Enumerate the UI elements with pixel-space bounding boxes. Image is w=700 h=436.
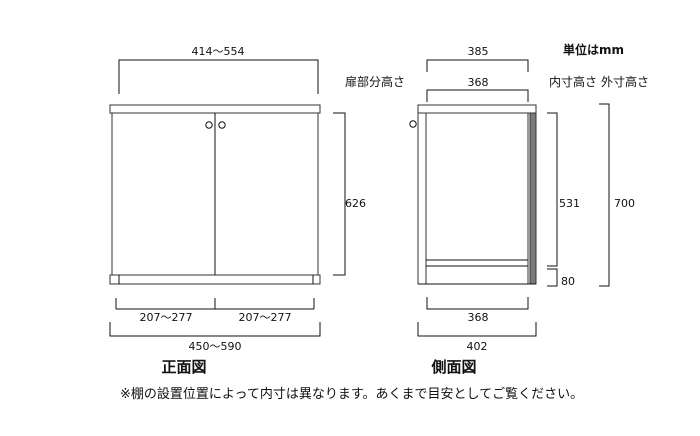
door-height-label: 扉部分高さ [345,74,405,89]
front-overall-width-dimension: 450～590 [109,322,321,353]
front-door-height-dimension: 扉部分高さ 626 [333,74,405,276]
outer-depth-bottom-text: 402 [467,340,488,353]
inner-height-label: 内寸高さ [549,74,597,89]
back-panel [529,112,537,285]
unit-note: 単位はmm [563,42,624,57]
door-height-text: 626 [345,197,366,210]
right-door-width-text: 207～277 [239,311,292,324]
left-knob-icon [205,121,213,129]
front-view-title: 正面図 [161,358,206,376]
side-knob-icon [409,120,417,128]
outer-depth-top-text: 385 [468,45,489,58]
front-top-width-dimension: 414～554 [118,45,319,94]
front-door-width-dimensions: 207～277 207～277 [115,298,315,324]
front-view: 414～554 扉部分高さ 626 207～277 207～277 [109,45,405,376]
right-knob-icon [218,121,226,129]
outer-height-label: 外寸高さ [601,74,649,89]
side-view: 385 368 内寸高さ 外寸高さ 531 80 [409,45,649,376]
outer-height-text: 700 [614,197,635,210]
side-cabinet [409,104,537,285]
base-height-text: 80 [561,275,575,288]
footnote: ※棚の設置位置によって内寸は異なります。あくまで目安としてご覧ください。 [120,386,583,402]
left-door-width-text: 207～277 [140,311,193,324]
inner-depth-top-text: 368 [468,76,489,89]
side-view-title: 側面図 [430,358,476,376]
side-base-height-dimension: 80 [547,268,575,288]
front-top-width-text: 414～554 [192,45,245,58]
inner-depth-bottom-text: 368 [468,311,489,324]
front-cabinet [109,104,321,285]
side-inner-depth-top-dimension: 368 [426,76,529,102]
side-inner-height-dimension: 531 [547,112,580,267]
side-outer-height-dimension: 700 [599,103,635,287]
overall-width-text: 450～590 [189,340,242,353]
inner-height-text: 531 [559,197,580,210]
side-outer-depth-bottom-dimension: 402 [417,322,537,353]
side-inner-depth-bottom-dimension: 368 [426,297,529,324]
side-outer-depth-top-dimension: 385 [426,45,529,72]
